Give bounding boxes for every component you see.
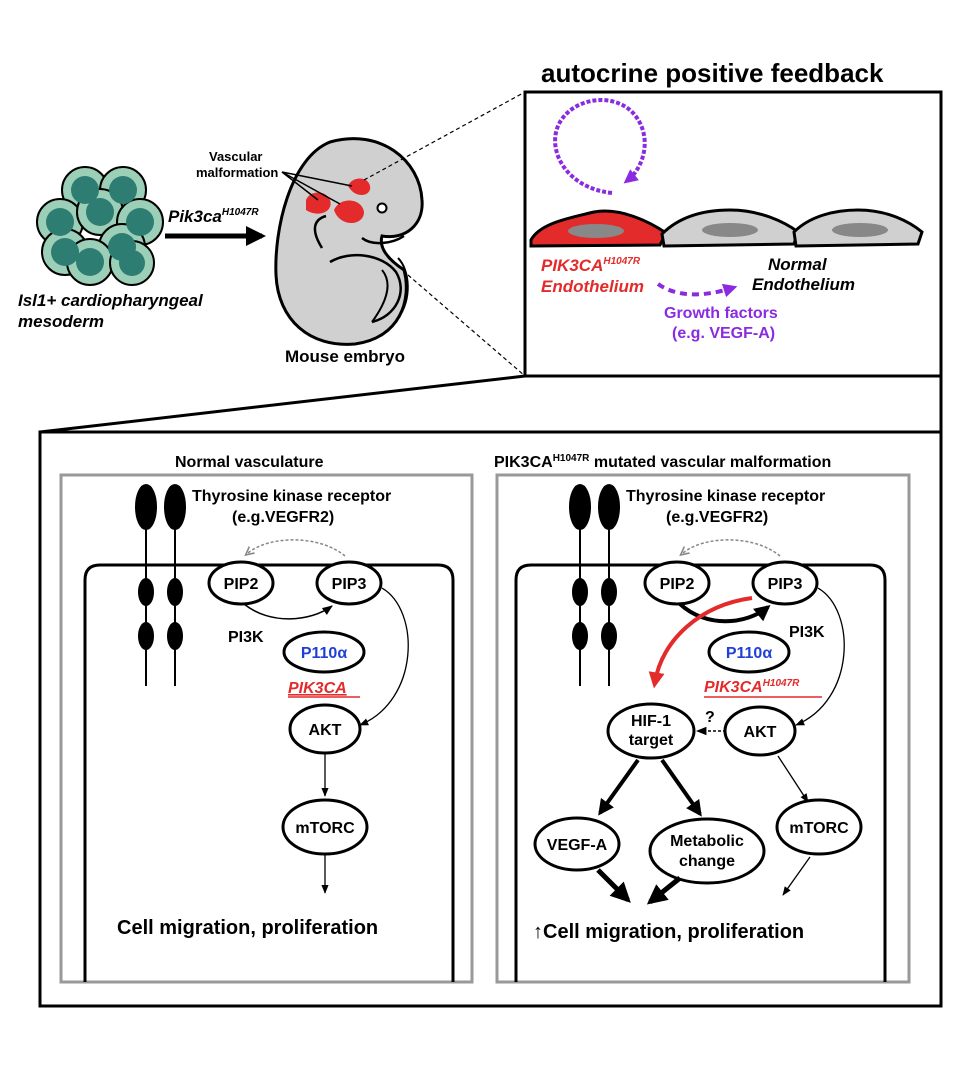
- mutant-question-mark: ?: [705, 709, 715, 726]
- vascular-malformation-label-line2: malformation: [196, 165, 278, 180]
- normal-pip3-label: PIP3: [332, 576, 367, 593]
- zoom-edge-left: [39, 374, 526, 434]
- vascular-malformation-pointers: [281, 171, 353, 205]
- mutant-endothelium-label-line2: Endothelium: [541, 277, 644, 296]
- mutant-outcome-label: ↑Cell migration, proliferation: [533, 921, 804, 943]
- normal-endothelium-label-line1: Normal: [768, 255, 828, 274]
- normal-mtorc-label: mTORC: [295, 820, 355, 837]
- autocrine-loop-arrow: [553, 98, 647, 195]
- mutant-panel-title: PIK3CAH1047R mutated vascular malformati…: [494, 453, 831, 471]
- mutant-endothelium-label-line1: PIK3CAH1047R: [541, 256, 641, 275]
- mutant-vegfa-to-outcome-arrow: [596, 868, 631, 903]
- normal-p110-node: [282, 630, 366, 674]
- normal-pip2-node: [207, 560, 275, 606]
- mutant-p110-label: P110α: [726, 645, 772, 662]
- endothelial-cells: [529, 208, 924, 248]
- mutant-pip3-to-akt-arrow: [795, 587, 845, 726]
- mutant-gene-label: PIK3CAH1047R: [704, 678, 800, 696]
- zoom-line-upper: [363, 91, 526, 181]
- mouse-embryo: [274, 137, 424, 346]
- feedback-title: autocrine positive feedback: [541, 58, 884, 88]
- normal-akt-label: AKT: [309, 722, 342, 739]
- growth-factor-arrow: [656, 282, 738, 298]
- normal-receptor-label-line2: (e.g.VEGFR2): [232, 509, 334, 526]
- mutant-feedback-arrow: [683, 539, 781, 557]
- normal-feedback-arrow: [248, 539, 346, 557]
- mutant-pip2-label: PIP2: [660, 576, 695, 593]
- mutant-panel-frame: [495, 473, 911, 984]
- normal-receptor-label-line1: Thyrosine kinase receptor: [192, 488, 391, 505]
- mutant-receptor-label-line2: (e.g.VEGFR2): [666, 509, 768, 526]
- normal-panel-title: Normal vasculature: [175, 454, 324, 471]
- mutant-pip3-to-hif-red-arrow: [648, 596, 753, 689]
- normal-pip2-label: PIP2: [224, 576, 259, 593]
- normal-p110-label: P110α: [301, 645, 347, 662]
- mutant-hif-to-vegfa-arrow: [598, 758, 640, 816]
- mutant-metabolic-label-line1: Metabolic: [670, 833, 744, 850]
- mutant-pip3-label: PIP3: [768, 576, 803, 593]
- mesoderm-cell-cluster: [36, 166, 164, 286]
- mutant-hif-label-line2: target: [629, 732, 674, 749]
- normal-pip2-to-pip3-arrow: [243, 603, 333, 620]
- normal-cell-membrane: [83, 563, 455, 982]
- mesoderm-caption-line1: Isl1+ cardiopharyngeal: [18, 291, 204, 310]
- induction-gene-label: Pik3caH1047R: [168, 207, 259, 226]
- mutant-pip3-node: [751, 560, 819, 606]
- mutant-receptor: [569, 484, 620, 686]
- mutant-vegfa-node: [533, 816, 621, 872]
- mutant-akt-label: AKT: [744, 724, 777, 741]
- mutant-cell-membrane: [514, 563, 887, 982]
- mutant-hif-node: [606, 702, 696, 760]
- mutant-metabolic-node: [648, 817, 766, 885]
- normal-mtorc-node: [281, 798, 369, 856]
- mutant-pip2-to-pip3-arrow: [678, 602, 771, 624]
- normal-receptor: [135, 484, 186, 686]
- mutant-mtorc-node: [775, 798, 863, 856]
- mutant-mtorc-to-outcome-arrow: [782, 856, 811, 896]
- mutant-metabolic-label-line2: change: [679, 853, 735, 870]
- mutant-akt-node: [723, 705, 797, 757]
- mutant-p110-node: [707, 630, 791, 674]
- mutant-metabolic-to-outcome-arrow: [646, 876, 682, 905]
- mutant-hif-to-metabolic-arrow: [660, 758, 702, 817]
- normal-pip3-node: [315, 560, 383, 606]
- zoom-line-lower: [407, 274, 526, 377]
- normal-panel-frame: [59, 473, 474, 984]
- normal-akt-node: [288, 703, 362, 755]
- normal-outcome-label: Cell migration, proliferation: [117, 917, 378, 939]
- mutant-pi3k-label: PI3K: [789, 624, 825, 641]
- mutant-akt-to-mtorc-arrow: [777, 755, 809, 803]
- normal-pi3k-label: PI3K: [228, 629, 264, 646]
- mutant-pip2-node: [643, 560, 711, 606]
- normal-gene-label: PIK3CA: [288, 680, 347, 697]
- mutant-mtorc-label: mTORC: [789, 820, 849, 837]
- mesoderm-caption-line2: mesoderm: [18, 312, 104, 331]
- normal-endothelium-label-line2: Endothelium: [752, 275, 855, 294]
- mutant-hif-label-line1: HIF-1: [631, 713, 671, 730]
- growth-factors-label-line1: Growth factors: [664, 305, 778, 322]
- growth-factors-label-line2: (e.g. VEGF-A): [672, 325, 775, 342]
- mutant-vegfa-label: VEGF-A: [547, 837, 608, 854]
- embryo-label: Mouse embryo: [285, 347, 405, 366]
- vascular-malformation-label-line1: Vascular: [209, 149, 263, 164]
- mutant-receptor-label-line1: Thyrosine kinase receptor: [626, 488, 825, 505]
- normal-pip3-to-akt-arrow: [359, 587, 409, 726]
